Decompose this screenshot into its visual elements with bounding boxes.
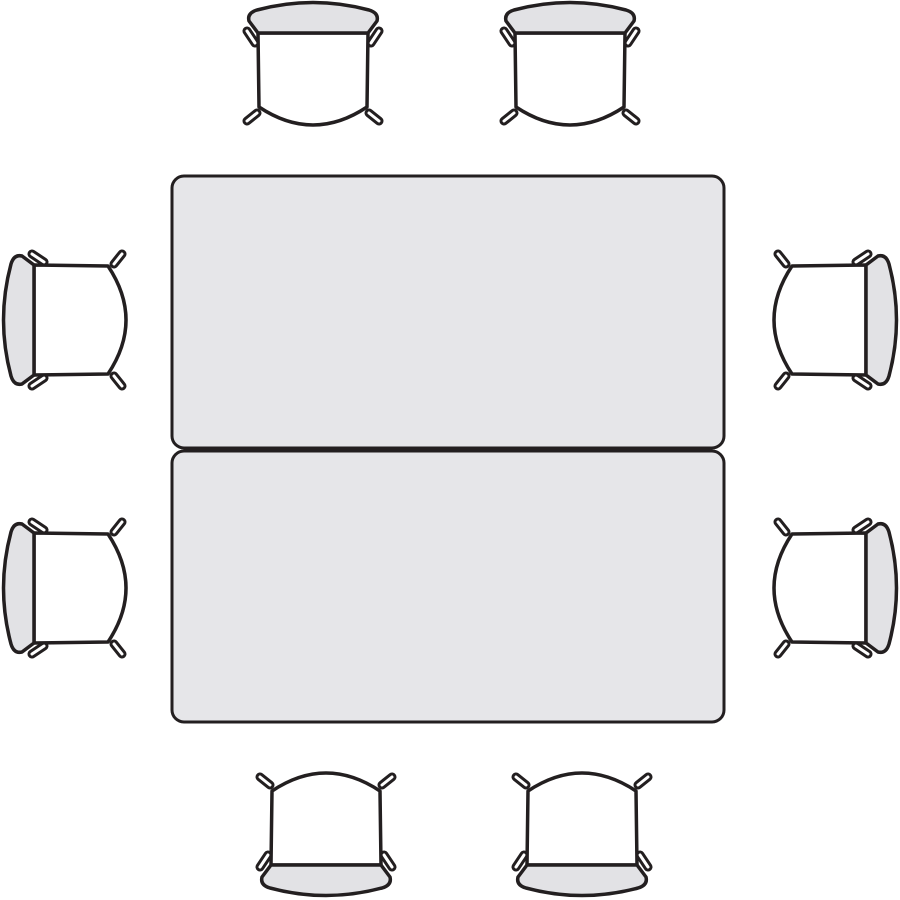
chair-right-lower bbox=[774, 522, 897, 654]
table-bottom bbox=[170, 449, 726, 724]
chair-top-left bbox=[247, 3, 379, 126]
chair-top-right bbox=[504, 3, 636, 126]
table-top bbox=[170, 174, 726, 450]
chair-left-lower bbox=[4, 522, 127, 654]
chair-left-upper bbox=[4, 254, 127, 386]
chair-bottom-left bbox=[260, 773, 392, 896]
chair-right-upper bbox=[774, 254, 897, 386]
chair-bottom-right bbox=[516, 773, 648, 896]
